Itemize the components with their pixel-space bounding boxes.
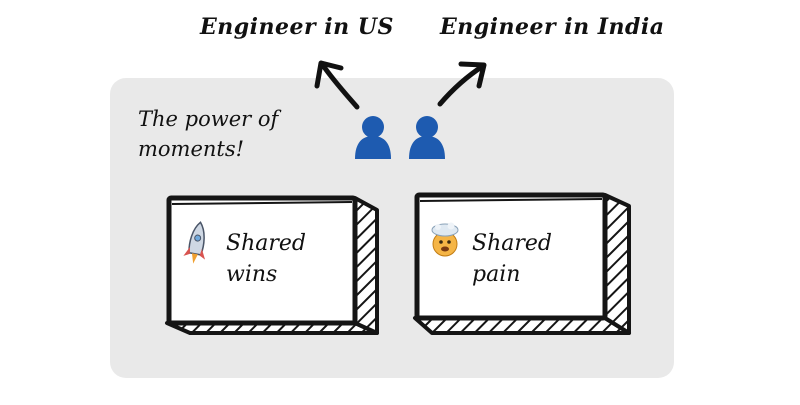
person-icon-us: [355, 116, 391, 159]
card-pain-line1: Shared: [472, 231, 552, 256]
exploding-head-icon: [431, 222, 459, 257]
card-wins-line2: wins: [226, 262, 278, 287]
card-wins-text: Shared wins: [226, 228, 306, 290]
label-engineer-india: Engineer in India: [440, 14, 665, 40]
label-engineer-us: Engineer in US: [200, 14, 394, 40]
arrow-to-us: [314, 60, 360, 110]
card-pain-line2: pain: [472, 262, 521, 287]
panel-title-line1: The power of: [138, 107, 279, 131]
person-icon-india: [409, 116, 445, 159]
panel-title: The power of moments!: [138, 104, 278, 164]
arrow-to-india: [437, 61, 487, 107]
rocket-icon: [183, 221, 206, 264]
card-wins-line1: Shared: [226, 231, 306, 256]
card-shared-wins: [165, 195, 379, 335]
card-pain-text: Shared pain: [472, 228, 552, 290]
panel-title-line2: moments!: [138, 137, 245, 161]
card-shared-pain: [413, 192, 631, 335]
